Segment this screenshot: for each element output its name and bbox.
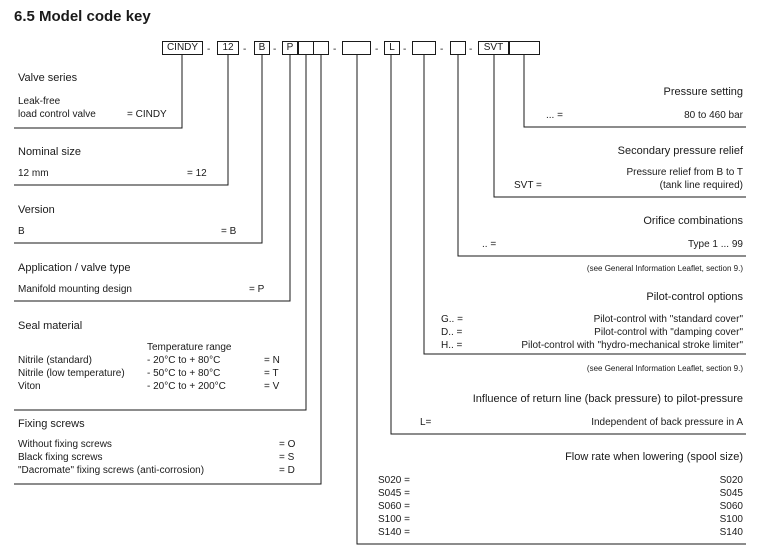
valve-series-line2: load control valve bbox=[18, 109, 96, 120]
seal-value: = T bbox=[264, 368, 279, 379]
nominal-size-value: = 12 bbox=[187, 168, 207, 179]
seal-temp: - 20°C to + 200°C bbox=[147, 381, 226, 392]
code-dash: - bbox=[273, 44, 277, 55]
fixing-heading: Fixing screws bbox=[18, 418, 85, 430]
fixing-label: Black fixing screws bbox=[18, 452, 103, 463]
version-heading: Version bbox=[18, 204, 55, 216]
code-dash: - bbox=[243, 44, 247, 55]
application-heading: Application / valve type bbox=[18, 262, 131, 274]
seal-value: = N bbox=[264, 355, 280, 366]
seal-value: = V bbox=[264, 381, 280, 392]
application-label: Manifold mounting design bbox=[18, 284, 132, 295]
pilot-code: H.. = bbox=[441, 340, 463, 351]
code-dash: - bbox=[440, 44, 444, 55]
pilot-code: D.. = bbox=[441, 327, 463, 338]
orifice-heading: Orifice combinations bbox=[643, 215, 743, 227]
seal-temp: - 20°C to + 80°C bbox=[147, 355, 221, 366]
code-box-secondary: SVT bbox=[478, 41, 509, 55]
code-box-series: CINDY bbox=[162, 41, 203, 55]
pilot-value: Pilot-control with "hydro-mechanical str… bbox=[521, 340, 743, 351]
flow-value: S060 bbox=[719, 501, 743, 512]
pressure-value: 80 to 460 bar bbox=[684, 110, 743, 121]
nominal-size-label: 12 mm bbox=[18, 168, 49, 179]
influence-code: L= bbox=[420, 417, 432, 428]
pilot-heading: Pilot-control options bbox=[646, 291, 743, 303]
secondary-line2: (tank line required) bbox=[659, 180, 743, 191]
orifice-value: Type 1 ... 99 bbox=[687, 239, 743, 250]
flow-value: S100 bbox=[719, 514, 743, 525]
pressure-code: ... = bbox=[546, 110, 563, 121]
pilot-note: (see General Information Leaflet, sectio… bbox=[586, 364, 743, 373]
flow-code: S060 = bbox=[378, 501, 410, 512]
version-label: B bbox=[18, 226, 25, 237]
code-box-size: 12 bbox=[217, 41, 239, 55]
code-box-pilot bbox=[412, 41, 436, 55]
seal-temp-heading: Temperature range bbox=[147, 342, 232, 353]
fixing-value: = O bbox=[279, 439, 296, 450]
secondary-heading: Secondary pressure relief bbox=[617, 145, 743, 157]
code-box-flow bbox=[342, 41, 371, 55]
pilot-code: G.. = bbox=[441, 314, 463, 325]
fixing-value: = D bbox=[279, 465, 295, 476]
secondary-code: SVT = bbox=[514, 180, 542, 191]
code-box-influence: L bbox=[384, 41, 400, 55]
seal-label: Viton bbox=[18, 381, 41, 392]
valve-series-value: = CINDY bbox=[127, 109, 167, 120]
code-box-application: P bbox=[282, 41, 298, 55]
seal-label: Nitrile (low temperature) bbox=[18, 368, 125, 379]
code-box-version: B bbox=[254, 41, 270, 55]
pilot-value: Pilot-control with "standard cover" bbox=[593, 314, 743, 325]
pressure-heading: Pressure setting bbox=[663, 86, 743, 98]
code-box-seal bbox=[298, 41, 314, 55]
flow-code: S045 = bbox=[378, 488, 410, 499]
valve-series-heading: Valve series bbox=[18, 72, 78, 84]
flow-heading: Flow rate when lowering (spool size) bbox=[565, 451, 743, 463]
code-dash: - bbox=[469, 44, 473, 55]
page-title: 6.5 Model code key bbox=[14, 8, 151, 25]
fixing-value: = S bbox=[279, 452, 295, 463]
code-dash: - bbox=[375, 44, 379, 55]
flow-code: S020 = bbox=[378, 475, 410, 486]
code-box-fixing bbox=[313, 41, 329, 55]
secondary-line1: Pressure relief from B to T bbox=[626, 167, 743, 178]
influence-value: Independent of back pressure in A bbox=[591, 417, 743, 428]
orifice-code: .. = bbox=[482, 239, 497, 250]
fixing-label: "Dacromate" fixing screws (anti-corrosio… bbox=[18, 465, 205, 476]
influence-heading: Influence of return line (back pressure)… bbox=[472, 393, 743, 405]
application-value: = P bbox=[249, 284, 265, 295]
valve-series-line1: Leak-free bbox=[18, 96, 61, 107]
fixing-label: Without fixing screws bbox=[18, 439, 112, 450]
code-dash: - bbox=[207, 44, 211, 55]
flow-code: S140 = bbox=[378, 527, 410, 538]
flow-value: S020 bbox=[719, 475, 743, 486]
code-box-pressure bbox=[509, 41, 540, 55]
flow-value: S045 bbox=[719, 488, 743, 499]
version-value: = B bbox=[221, 226, 237, 237]
code-box-orifice bbox=[450, 41, 466, 55]
pilot-value: Pilot-control with "damping cover" bbox=[594, 327, 743, 338]
seal-label: Nitrile (standard) bbox=[18, 355, 92, 366]
nominal-size-heading: Nominal size bbox=[18, 146, 81, 158]
flow-code: S100 = bbox=[378, 514, 410, 525]
orifice-note: (see General Information Leaflet, sectio… bbox=[586, 264, 743, 273]
code-dash: - bbox=[333, 44, 337, 55]
flow-value: S140 bbox=[719, 527, 743, 538]
code-dash: - bbox=[403, 44, 407, 55]
seal-heading: Seal material bbox=[18, 320, 83, 332]
seal-temp: - 50°C to + 80°C bbox=[147, 368, 221, 379]
